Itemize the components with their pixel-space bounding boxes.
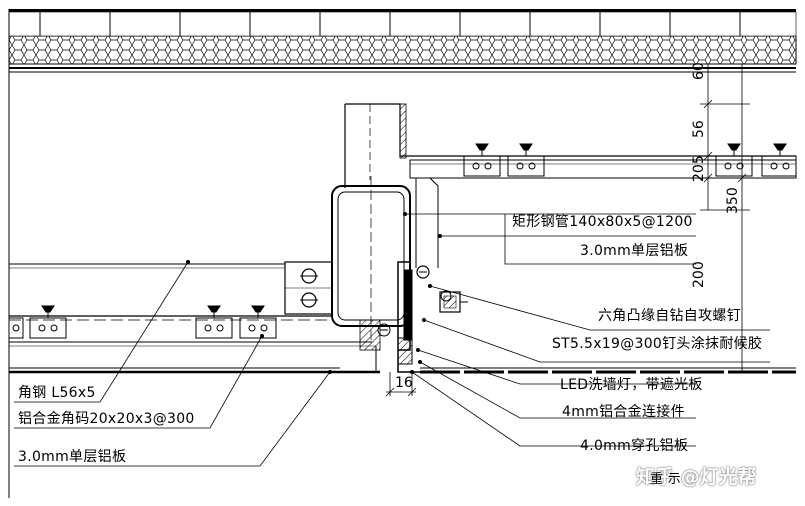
upper-clips [463, 143, 797, 177]
label-connector: 4mm铝合金连接件 [562, 404, 685, 420]
lower-clips [8, 305, 277, 339]
bottom-tag: 重 示 [650, 472, 682, 487]
label-hex-screw: 六角凸缘自钻自攻螺钉 [598, 308, 741, 324]
dimension-lines [700, 64, 750, 372]
label-perforated: 4.0mm穿孔铝板 [580, 438, 689, 454]
lower-left-panels [9, 263, 381, 374]
slab-hatch [8, 9, 797, 73]
label-rect-tube: 矩形钢管140x80x5@1200 [512, 214, 693, 230]
leader-lines [14, 213, 770, 467]
watermark: 知乎 @灯光帮 [636, 466, 757, 488]
label-angle-steel: 角钢 L56x5 [18, 385, 96, 401]
label-panel-30-left: 3.0mm单层铝板 [18, 449, 127, 465]
upper-structure [344, 103, 797, 268]
dim-56: 56 [691, 120, 707, 138]
leader-dots [186, 212, 442, 374]
dim-200: 200 [691, 261, 707, 288]
label-panel-30-right: 3.0mm单层铝板 [580, 243, 689, 259]
angle-steel-bracket [284, 261, 333, 315]
label-alu-angle: 铝合金角码20x20x3@300 [18, 411, 195, 427]
dim-60: 60 [691, 62, 707, 80]
dim-350: 350 [725, 187, 741, 214]
label-screw-spec: ST5.5x19@300钉头涂抹耐候胶 [552, 336, 763, 352]
dim-16: 16 [395, 375, 413, 391]
dim-205: 205 [691, 155, 707, 182]
label-led: LED洗墙灯，带遮光板 [560, 377, 703, 393]
